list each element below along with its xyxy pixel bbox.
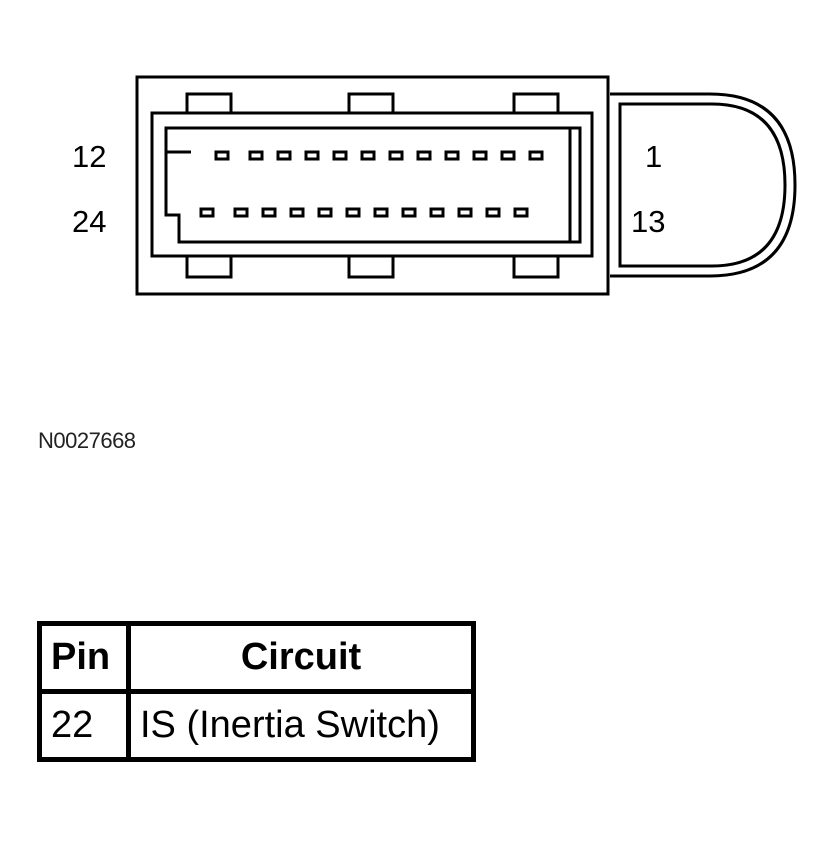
cell-pin: 22 (37, 689, 131, 762)
keying-bar-right (568, 126, 582, 244)
pin-label-24: 24 (72, 204, 107, 239)
connector-inner-frame (150, 111, 594, 258)
pin-circuit-table: Pin Circuit 22 IS (Inertia Switch) (37, 621, 476, 762)
pin-row-top (214, 150, 544, 161)
connector-latch (610, 92, 797, 278)
pin-label-1: 1 (645, 139, 663, 174)
header-pin: Pin (37, 621, 131, 694)
pin-label-12: 12 (72, 139, 107, 174)
table-header-row: Pin Circuit (37, 621, 476, 694)
cell-circuit: IS (Inertia Switch) (126, 689, 476, 762)
pin-label-13: 13 (631, 204, 666, 239)
keying-notch-left (164, 128, 191, 154)
pin-row-bottom (199, 207, 529, 218)
connector-latch-inner (618, 102, 787, 268)
table-row: 22 IS (Inertia Switch) (37, 689, 476, 762)
figure-id: N0027668 (38, 428, 136, 453)
header-circuit: Circuit (126, 621, 476, 694)
connector-diagram (135, 75, 797, 296)
